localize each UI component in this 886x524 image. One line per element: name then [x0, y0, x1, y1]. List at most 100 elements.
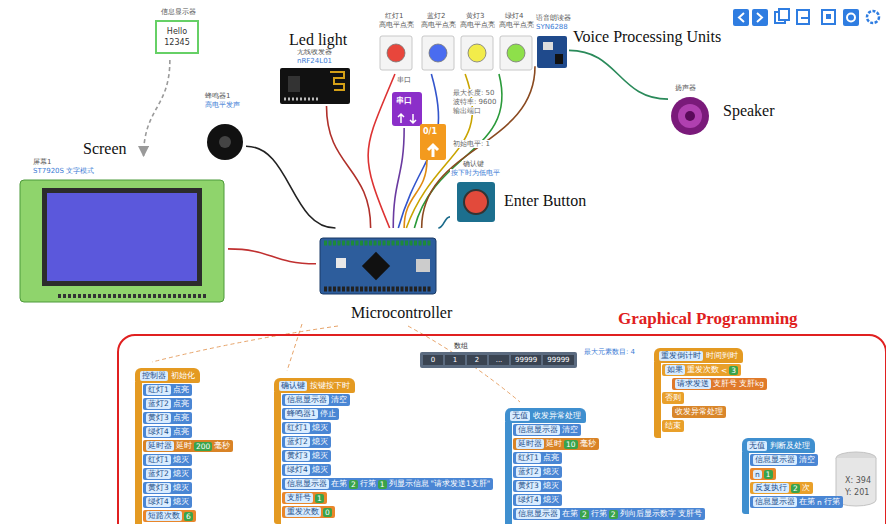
node-text: 熄灭 — [543, 467, 559, 477]
node-text: 黄灯3 — [146, 413, 171, 423]
node-text: 支肝kg — [739, 379, 764, 389]
node-text: 1 — [445, 355, 465, 365]
statement-block: 红灯1点亮 — [513, 452, 562, 464]
wire — [569, 50, 668, 99]
array-cells: 012...9999999999 — [420, 352, 577, 368]
toolbar-icons — [733, 9, 879, 26]
block-bracket — [274, 392, 281, 524]
annotation-label: Screen — [82, 140, 128, 158]
node-text: 行第 — [824, 497, 840, 507]
node-text: 如果 — [665, 365, 685, 375]
wire — [144, 60, 170, 156]
block-bracket — [654, 362, 661, 438]
node-text: 清空 — [799, 455, 815, 465]
node-text: 蓝灯2 — [285, 437, 310, 447]
event-block: 控制器初始化红灯1点亮蓝灯2点亮黄灯3点亮绿灯4点亮延时器延时200毫秒红灯1熄… — [135, 368, 200, 383]
node-text: 信息显示器 — [753, 455, 797, 465]
event-block: 重发倒计时时间到时如果重发次数<3请求发送支肝号支肝kg否则收发异常处理结束 — [654, 348, 743, 363]
node-text: 清空 — [562, 425, 578, 435]
statement-block: 信息显示器在第2行第2列向后显示数字支肝号 — [513, 508, 705, 520]
node-text: 熄灭 — [312, 451, 328, 461]
node-text: 点亮 — [173, 413, 189, 423]
statement-block: 蓝灯2熄灭 — [143, 468, 192, 480]
node-text: 数组 — [454, 341, 468, 351]
node-text: "请求发送1支肝" — [431, 479, 491, 489]
node-text: 2 — [467, 355, 487, 365]
node-text: 红灯1 — [384, 12, 404, 20]
component: 黄灯3高电平点亮 — [459, 12, 495, 74]
node-text: 高电平点亮 — [498, 21, 535, 29]
node-text: 绿灯4 — [285, 465, 310, 475]
node-text: 次 — [802, 483, 810, 493]
node-text: n — [817, 498, 822, 507]
wire — [393, 128, 404, 228]
statement-block: 绿灯4熄灭 — [143, 496, 192, 508]
statement-block: 红灯1点亮 — [143, 384, 192, 396]
wire — [438, 217, 450, 228]
node-text: 0 — [323, 508, 332, 517]
node-text: 支肝号 — [678, 509, 702, 519]
statement-block: 绿灯4点亮 — [143, 426, 192, 438]
node-text: 蓝灯2 — [146, 469, 171, 479]
node-text: 信息显示器 — [285, 395, 329, 405]
node-text: 黄灯3 — [146, 483, 171, 493]
node-text: 毫秒 — [214, 441, 230, 451]
node-text: 高电平点亮 — [378, 21, 415, 29]
node-text: 熄灭 — [312, 437, 328, 447]
node-text: 2 — [349, 480, 358, 489]
event-block: 确认键按键按下时信息显示器清空蜂鸣器1停止红灯1熄灭蓝灯2熄灭黄灯3熄灭绿灯4熄… — [274, 378, 355, 393]
statement-block: 信息显示器在第n行第 — [750, 496, 843, 508]
statement-block: 延时器延时200毫秒 — [143, 440, 233, 452]
component: 信息显示器Hello 12345 — [150, 8, 204, 60]
annotation-label: 输出端口 — [452, 107, 482, 115]
node-text: 按键按下时 — [310, 381, 350, 391]
component: 蜂鸣器1高电平发声 — [204, 92, 246, 162]
node-text: 绿灯4 — [504, 12, 524, 20]
node-text: 2 — [791, 484, 800, 493]
part-graphic — [18, 156, 228, 306]
node-text: 串口 — [396, 76, 412, 84]
node-text: 99999 — [543, 355, 573, 365]
component: 蓝灯2高电平点亮 — [420, 12, 456, 74]
node-text: 在第 — [799, 497, 815, 507]
node-text: 延时器 — [516, 439, 544, 449]
node-text: 信息显示器 — [285, 479, 329, 489]
node-text: 收发异常处理 — [533, 411, 581, 421]
node-text: Microcontroller — [350, 304, 453, 322]
statement-block: 信息显示器清空 — [282, 394, 350, 406]
node-text: 蜂鸣器1 — [285, 409, 318, 419]
statement-block: n1 — [750, 468, 776, 480]
component: 无线收发器nRF24L01 — [280, 48, 352, 106]
node-text: 延时器 — [146, 441, 174, 451]
statement-block: 短路次数6 — [143, 510, 196, 522]
node-text: 短路次数 — [146, 511, 182, 521]
node-text: 蓝灯2 — [146, 399, 171, 409]
statement-block: 蓝灯2熄灭 — [282, 436, 331, 448]
node-text: 红灯1 — [146, 385, 171, 395]
statement-block: 信息显示器清空 — [750, 454, 818, 466]
node-text: 重发次数 — [285, 507, 321, 517]
statement-block: 支肝号1 — [282, 492, 327, 504]
component: 屏幕1ST7920S 文字模式 — [18, 156, 228, 306]
statement-block: 黄灯3熄灭 — [513, 480, 562, 492]
statement-block: 蜂鸣器1停止 — [282, 408, 339, 420]
statement-block: 结束 — [662, 420, 684, 432]
node-text: 在第 — [562, 509, 578, 519]
node-text: 10 — [564, 440, 578, 449]
node-text: 列显示信息 — [389, 479, 429, 489]
node-text: 绿灯4 — [146, 497, 171, 507]
statement-block: 红灯1熄灭 — [282, 422, 331, 434]
node-text: 0/1 — [423, 127, 437, 136]
array-block: 数组012...9999999999 — [420, 341, 577, 368]
node-text: 延时 — [546, 439, 562, 449]
node-text: 1 — [315, 494, 324, 503]
node-text: 黄灯3 — [465, 12, 485, 20]
event-block: 无值判断及处理信息显示器清空n1反复执行2次信息显示器在第n行第 — [742, 438, 815, 453]
node-text: 串口 — [396, 96, 412, 105]
component: 0/1 — [420, 124, 446, 160]
node-text: 熄灭 — [543, 481, 559, 491]
node-text: 点亮 — [173, 385, 189, 395]
node-text: 收发异常处理 — [675, 407, 723, 417]
node-text: 蜂鸣器1 — [204, 92, 231, 100]
statement-block: 红灯1熄灭 — [143, 454, 192, 466]
